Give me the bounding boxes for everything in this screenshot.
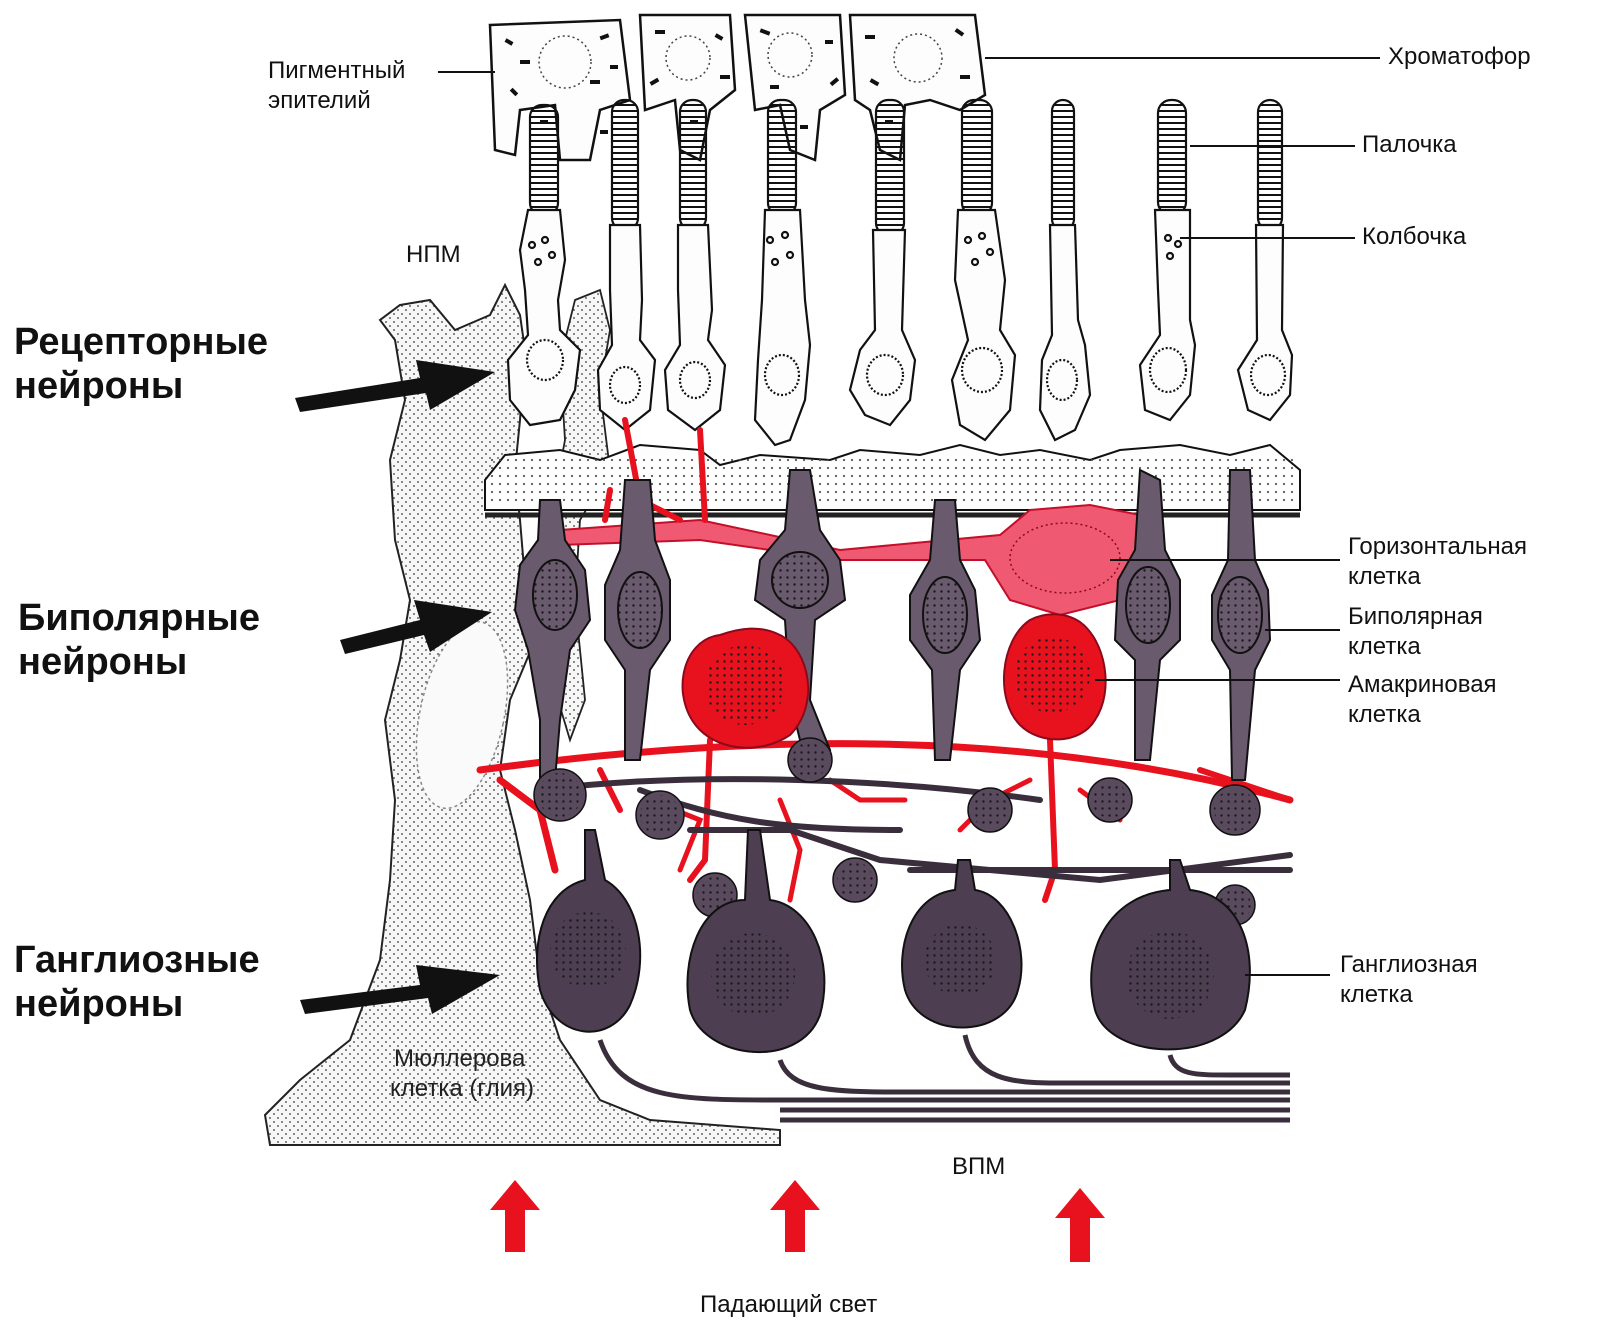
incident-light-label: Падающий свет [700,1290,877,1320]
receptor-5 [850,100,915,425]
receptor-3 [665,100,725,430]
vpm-label: ВПМ [952,1152,1005,1182]
receptor-6 [952,100,1015,440]
light-arrows [490,1180,1105,1262]
chromatophore-label: Хроматофор [1388,42,1531,72]
receptor-8 [1140,100,1195,420]
amacrine-cells [683,614,1106,748]
cone-label: Колбочка [1362,222,1466,252]
rod-label: Палочка [1362,130,1457,160]
npm-label: НПМ [406,240,461,270]
receptor-7 [1040,100,1090,440]
receptor-2 [598,100,655,430]
pigment-epithelium [490,15,985,160]
receptor-9 [1238,100,1292,420]
photoreceptors [508,100,1292,445]
